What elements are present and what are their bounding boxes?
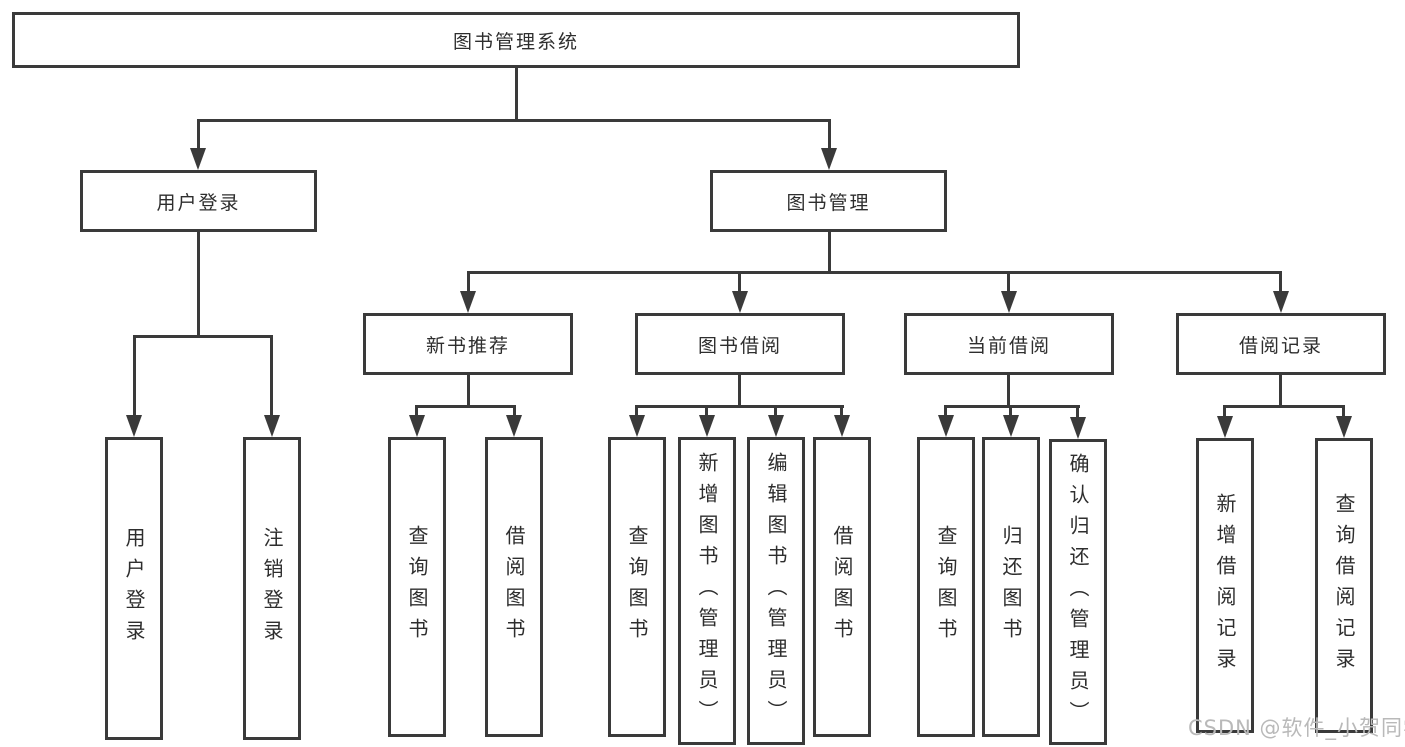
connector-book-management-trunk [828,232,831,274]
node-root-label: 图书管理系统 [452,30,579,53]
leaf-logout: 注销登录 [243,437,301,740]
leaf-current-query-books: 查询图书 [917,437,975,737]
arrow-down-icon [460,291,476,313]
connector-book-borrow-branch [635,405,844,408]
connector-book-management-branch [467,271,1282,274]
connector-current-borrow-branch [944,405,1080,408]
csdn-watermark: CSDN @软件_小贺同学 [1188,716,1405,740]
connector-drop-user-login [197,119,200,151]
connector-drop [774,405,777,419]
leaf-add-books-admin: 新增图书（管理员） [678,437,736,745]
node-borrow-records: 借阅记录 [1176,313,1386,375]
arrow-down-icon [1070,417,1086,439]
leaf-user-login: 用户登录 [105,437,163,740]
connector-drop-new-book-recommend [467,271,470,295]
node-new-book-recommend-label: 新书推荐 [425,334,510,357]
connector-drop [1223,405,1226,419]
leaf-query-borrow-record-label: 查询借阅记录 [1332,492,1356,679]
leaf-recommend-query-books: 查询图书 [388,437,446,737]
arrow-down-icon [1336,416,1352,438]
arrow-down-icon [938,415,954,437]
connector-drop [1076,405,1079,419]
leaf-return-books-label: 归还图书 [999,525,1023,649]
leaf-confirm-return-admin: 确认归还（管理员） [1049,439,1107,745]
leaf-current-query-books-label: 查询图书 [934,525,958,649]
connector-new-book-recommend-trunk [467,375,470,408]
leaf-recommend-borrow-books-label: 借阅图书 [502,525,526,649]
leaf-edit-books-admin-label: 编辑图书（管理员） [764,451,788,731]
connector-user-login-trunk [197,232,200,338]
connector-drop [1009,405,1012,419]
leaf-query-borrow-record: 查询借阅记录 [1315,438,1373,733]
node-root: 图书管理系统 [12,12,1020,68]
arrow-down-icon [768,415,784,437]
leaf-add-books-admin-label: 新增图书（管理员） [695,451,719,731]
arrow-down-icon [732,291,748,313]
leaf-add-borrow-record: 新增借阅记录 [1196,438,1254,733]
arrow-down-icon [409,415,425,437]
node-new-book-recommend: 新书推荐 [363,313,573,375]
arrow-down-icon [1003,415,1019,437]
arrow-down-icon [190,148,206,170]
connector-drop-current-borrow [1007,271,1010,295]
connector-drop [513,405,516,419]
leaf-borrow-query-books-label: 查询图书 [625,525,649,649]
connector-user-login-branch [133,335,273,338]
node-borrow-records-label: 借阅记录 [1238,334,1323,357]
connector-root-trunk [515,68,518,121]
node-user-login-label: 用户登录 [156,191,241,214]
connector-drop-book-borrow [738,271,741,295]
connector-drop-leaf-logout [270,335,273,419]
node-current-borrow-label: 当前借阅 [966,334,1051,357]
node-book-borrow: 图书借阅 [635,313,845,375]
leaf-confirm-return-admin-label: 确认归还（管理员） [1066,452,1090,732]
arrow-down-icon [1001,291,1017,313]
connector-drop-leaf-user-login [133,335,136,419]
arrow-down-icon [629,415,645,437]
leaf-borrow-books: 借阅图书 [813,437,871,737]
leaf-recommend-query-books-label: 查询图书 [405,525,429,649]
connector-new-book-recommend-branch [415,405,516,408]
leaf-add-borrow-record-label: 新增借阅记录 [1213,492,1237,679]
node-current-borrow: 当前借阅 [904,313,1114,375]
arrow-down-icon [506,415,522,437]
connector-book-borrow-trunk [738,375,741,408]
arrow-down-icon [821,148,837,170]
connector-drop [1342,405,1345,419]
leaf-edit-books-admin: 编辑图书（管理员） [747,437,805,745]
connector-drop-book-management [828,119,831,151]
connector-borrow-records-trunk [1279,375,1282,408]
arrow-down-icon [699,415,715,437]
node-book-management: 图书管理 [710,170,947,232]
arrow-down-icon [126,415,142,437]
leaf-return-books: 归还图书 [982,437,1040,737]
connector-drop [705,405,708,419]
leaf-borrow-books-label: 借阅图书 [830,525,854,649]
arrow-down-icon [834,415,850,437]
leaf-user-login-label: 用户登录 [122,526,146,651]
leaf-borrow-query-books: 查询图书 [608,437,666,737]
leaf-logout-label: 注销登录 [260,526,284,651]
connector-current-borrow-trunk [1007,375,1010,408]
arrow-down-icon [1273,291,1289,313]
node-user-login: 用户登录 [80,170,317,232]
connector-drop-borrow-records [1279,271,1282,295]
connector-root-branch [197,119,831,122]
node-book-management-label: 图书管理 [786,191,871,214]
connector-drop [635,405,638,419]
connector-drop [840,405,843,419]
connector-drop [944,405,947,419]
arrow-down-icon [1217,416,1233,438]
connector-borrow-records-branch [1223,405,1345,408]
node-book-borrow-label: 图书借阅 [697,334,782,357]
leaf-recommend-borrow-books: 借阅图书 [485,437,543,737]
arrow-down-icon [264,415,280,437]
connector-drop [415,405,418,419]
